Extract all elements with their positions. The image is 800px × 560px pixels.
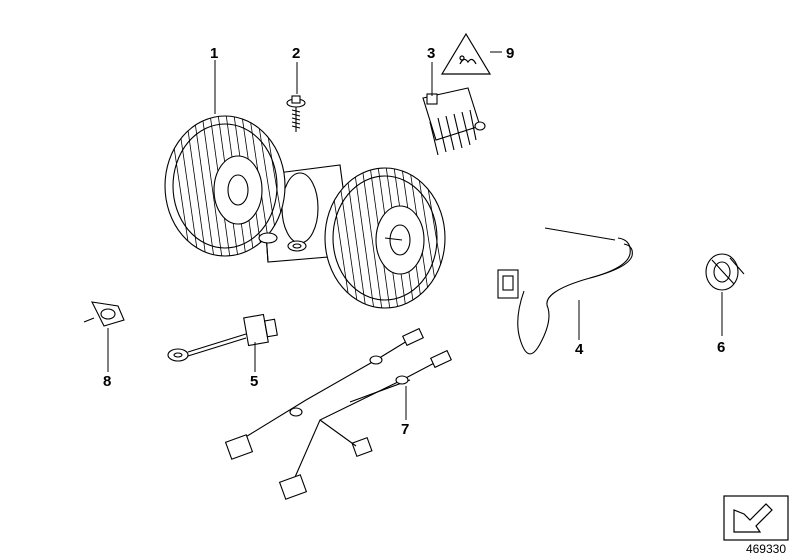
callout-3: 3 bbox=[427, 45, 435, 62]
wiring-harness-short bbox=[497, 227, 633, 355]
callout-5: 5 bbox=[250, 373, 258, 390]
wiring-harness-long bbox=[224, 327, 453, 500]
callout-2: 2 bbox=[292, 45, 300, 62]
blower-wheel-right bbox=[324, 167, 446, 309]
leader-lines bbox=[107, 51, 723, 420]
callout-7: 7 bbox=[401, 421, 409, 438]
mounting-screw bbox=[286, 95, 306, 132]
orientation-arrow-icon bbox=[723, 495, 789, 541]
blower-wheel-left bbox=[164, 115, 286, 257]
temperature-sensor bbox=[83, 301, 125, 327]
callout-1: 1 bbox=[210, 45, 218, 62]
callout-8: 8 bbox=[103, 373, 111, 390]
callout-4: 4 bbox=[575, 341, 584, 358]
reference-number: 469330 bbox=[745, 542, 786, 556]
blower-resistor bbox=[422, 87, 486, 156]
warning-label-icon bbox=[440, 32, 492, 75]
blower-motor bbox=[164, 115, 446, 309]
sensor-with-lead bbox=[167, 313, 278, 362]
callout-6: 6 bbox=[717, 339, 725, 356]
callout-9: 9 bbox=[506, 45, 514, 62]
blower-knob bbox=[705, 253, 745, 291]
